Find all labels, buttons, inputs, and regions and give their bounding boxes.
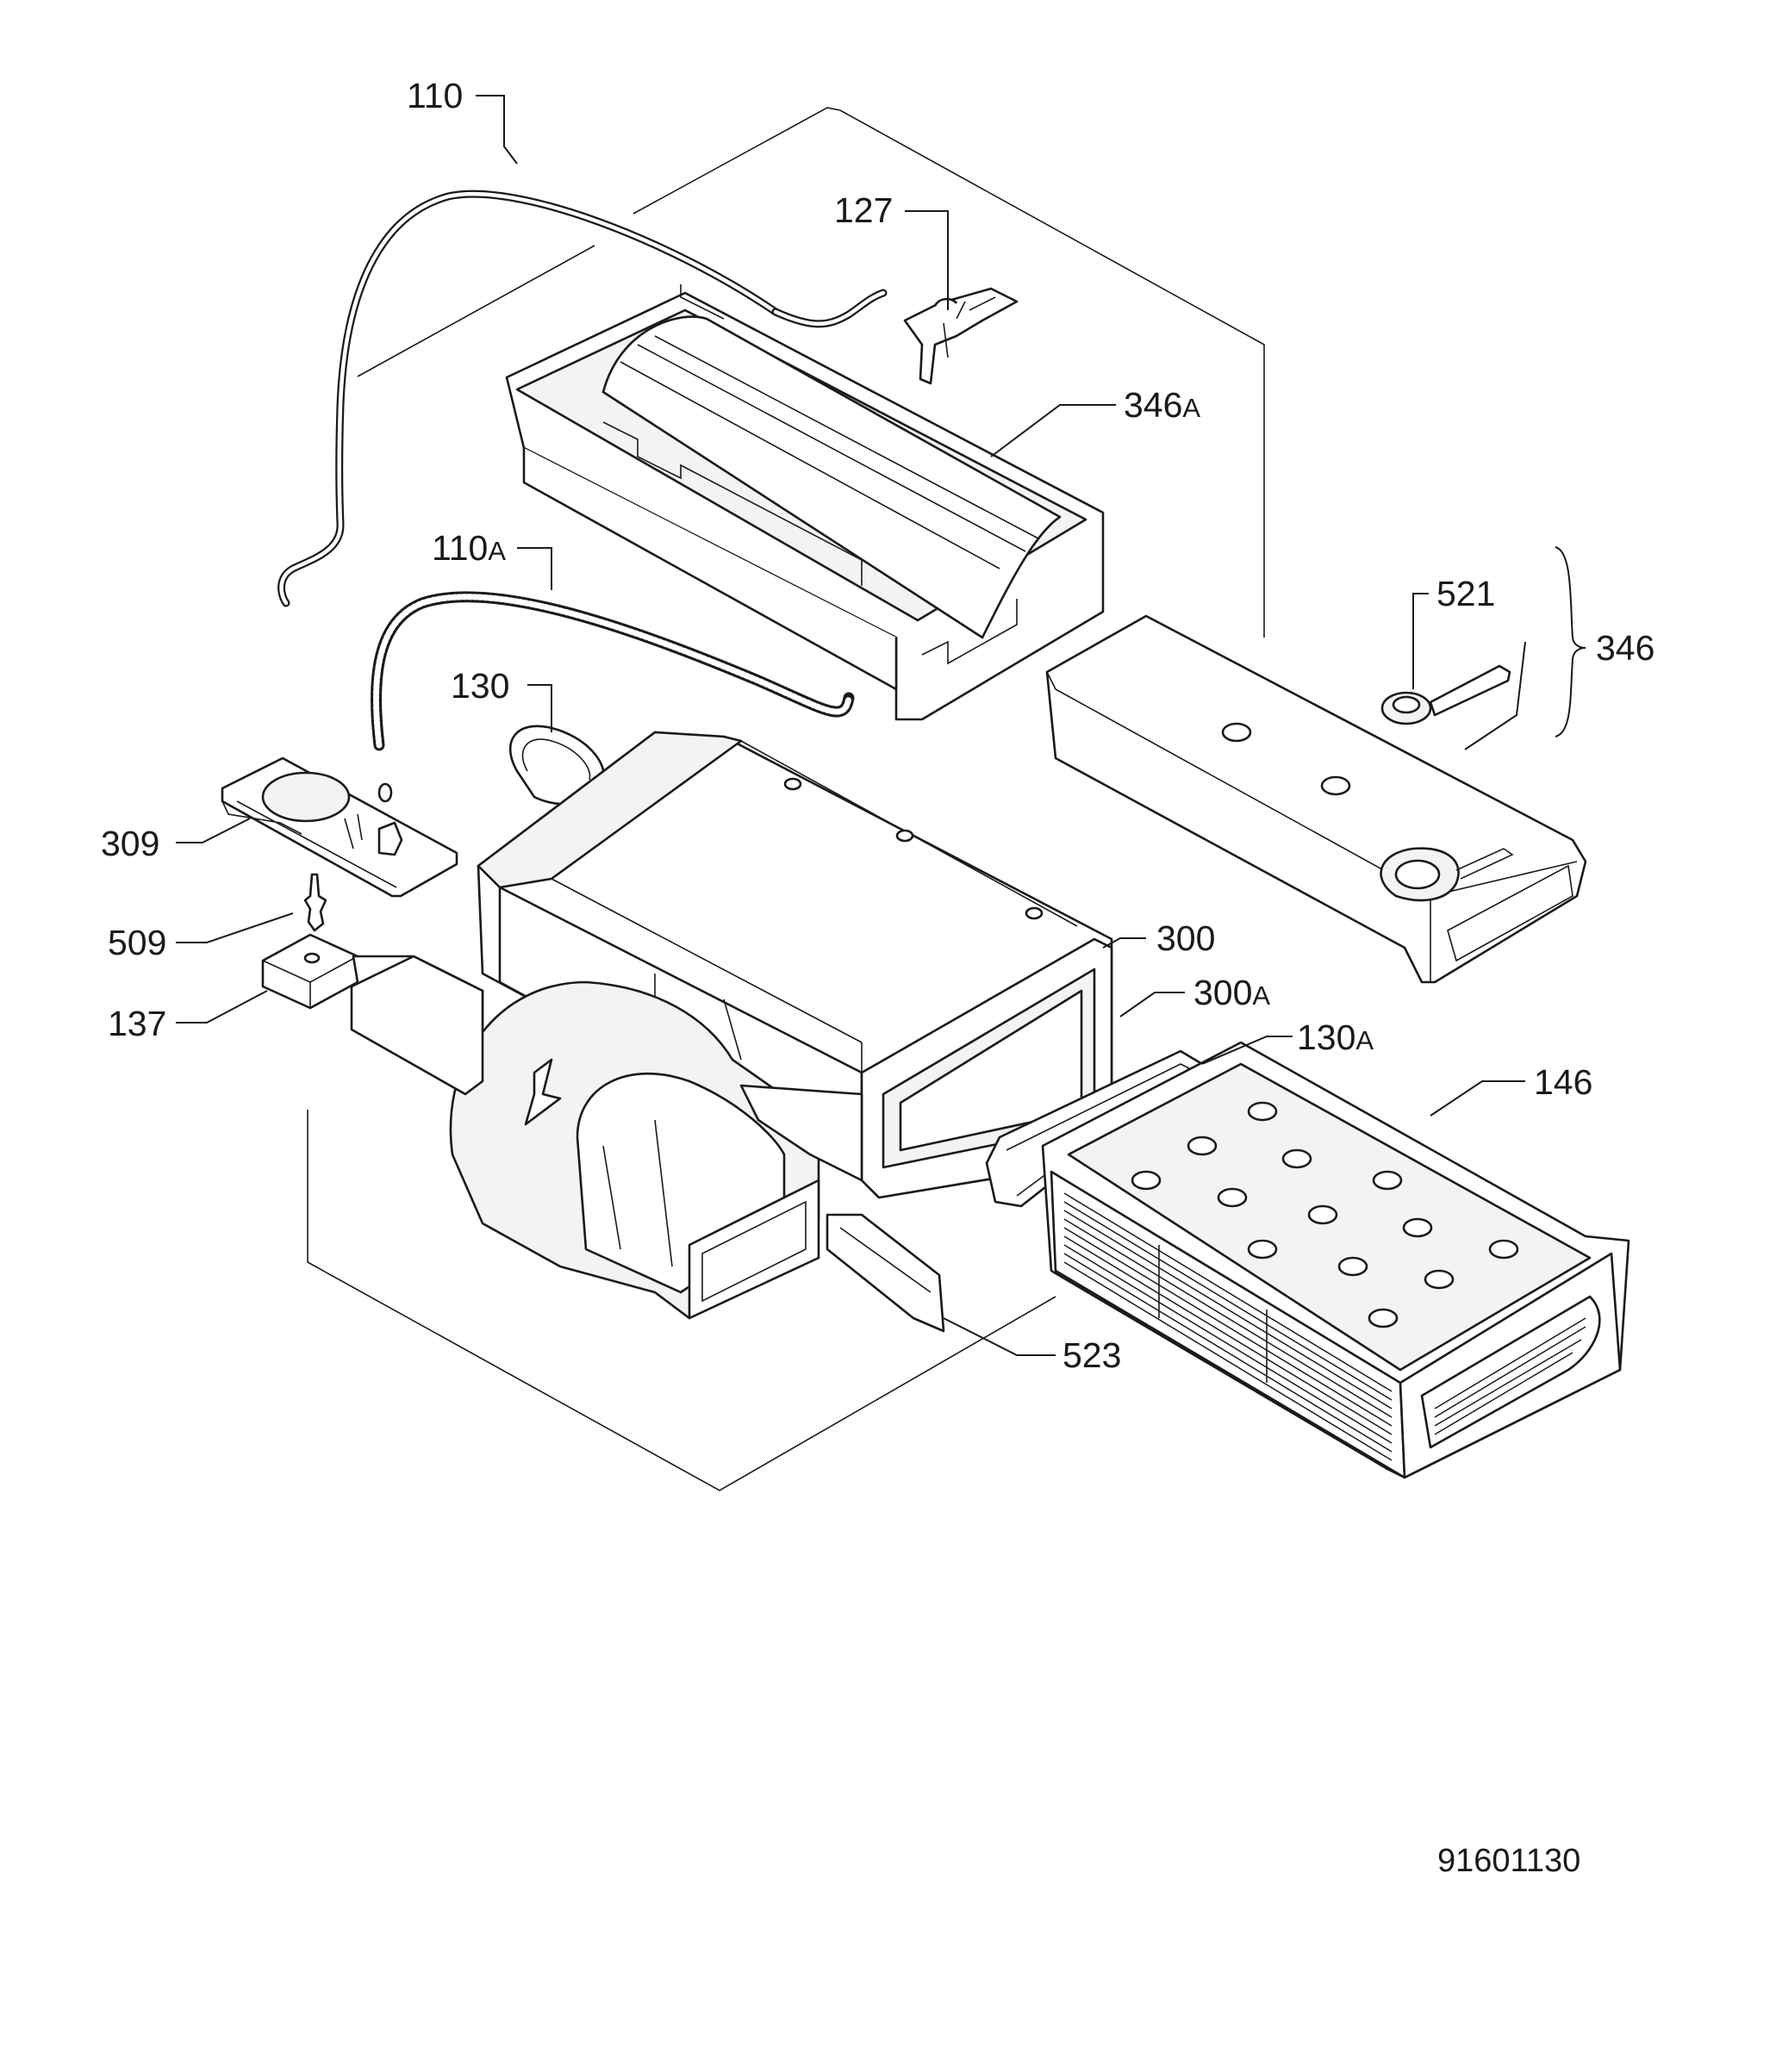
callout-509: 509 [108,923,166,962]
callout-130a: 130A [1297,1017,1374,1057]
plug-521 [1380,664,1511,725]
leader-lines [176,95,1526,1356]
seal-tray-300a [350,955,484,1096]
callout-300a: 300A [1193,973,1270,1012]
tray-346a [505,284,1105,721]
bracket-309 [221,756,458,898]
brace-346 [1555,546,1586,737]
upper-assembly-outline [357,107,1265,638]
container-346 [1045,614,1587,984]
callout-110: 110 [407,76,463,115]
pin-509 [303,873,327,932]
callout-130: 130 [451,666,509,706]
callout-346: 346 [1596,628,1654,668]
callout-309: 309 [101,824,159,863]
condenser-holes [1131,1101,1519,1328]
callout-127: 127 [834,190,893,230]
callout-346a: 346A [1124,385,1200,425]
clip-127 [903,287,1019,385]
block-137 [261,933,359,1010]
hose-110 [277,190,888,607]
callout-labels: 110 127 346A 110A 521 346 130 309 509 13… [101,76,1654,1375]
callout-146: 146 [1534,1062,1592,1102]
document-number: 91601130 [1437,1843,1580,1879]
condenser-146 [1041,1041,1630,1479]
callout-523: 523 [1062,1335,1121,1375]
condenser-grille-side [1434,1317,1586,1435]
callout-137: 137 [108,1004,166,1043]
lower-assembly-outline [307,1110,1056,1491]
callout-521: 521 [1436,574,1495,613]
callout-110a: 110A [432,528,506,568]
hose-110a [371,591,855,751]
condenser-grille-front [1063,1192,1393,1461]
strip-523 [826,1213,945,1333]
callout-300: 300 [1156,918,1215,958]
